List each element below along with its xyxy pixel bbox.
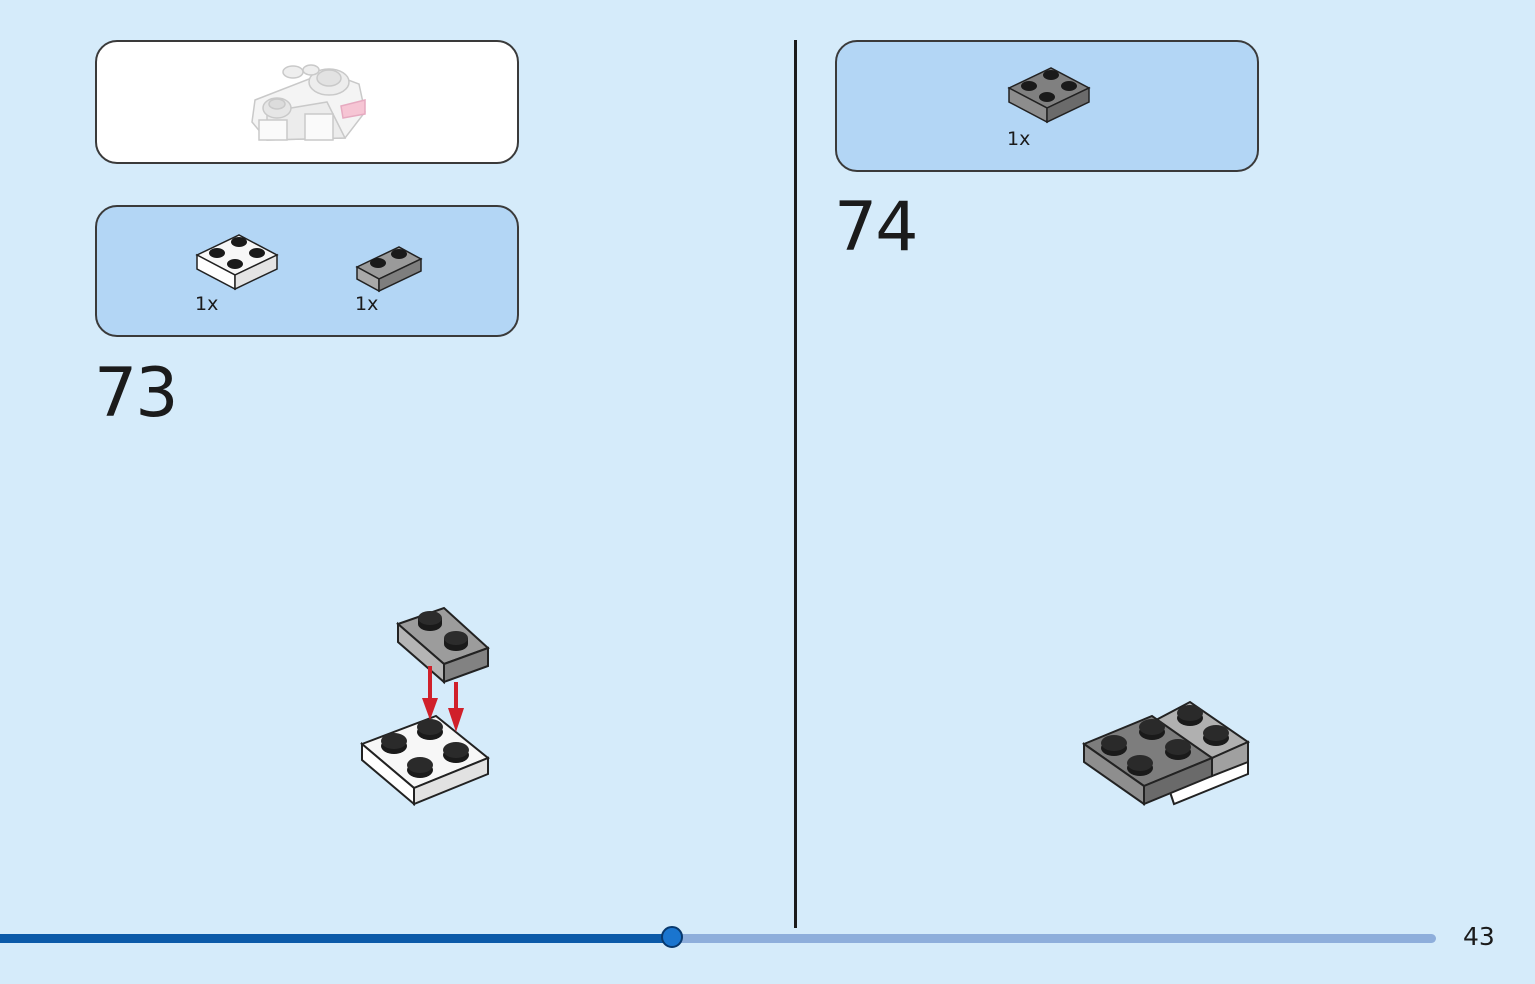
parts-list-box-step-74: 1x — [835, 40, 1259, 172]
plate-1x2-gray-icon — [396, 606, 490, 685]
plate-2x2-white-icon — [195, 234, 279, 291]
plate-2x2-gray-icon — [1007, 67, 1091, 124]
step-73-assembly-illustration — [360, 606, 490, 807]
part-quantity: 1x — [1007, 128, 1031, 150]
progress-fill — [0, 934, 672, 943]
submodel-preview-box — [95, 40, 519, 164]
red-arrow-down-icon — [422, 666, 464, 732]
page-divider — [794, 40, 797, 928]
progress-track — [0, 934, 1436, 943]
page-number: 43 — [1463, 922, 1495, 951]
submodel-preview-image — [251, 64, 366, 141]
progress-knob — [661, 926, 683, 948]
step-74-assembly-illustration — [1081, 700, 1251, 806]
step-number: 73 — [94, 354, 179, 433]
part-quantity: 1x — [195, 293, 219, 315]
plate-2x2-white-icon — [360, 714, 490, 807]
parts-list-box-step-73: 1x 1x — [95, 205, 519, 337]
part-quantity: 1x — [355, 293, 379, 315]
step-number: 74 — [834, 188, 919, 267]
plate-1x2-gray-icon — [355, 246, 423, 293]
